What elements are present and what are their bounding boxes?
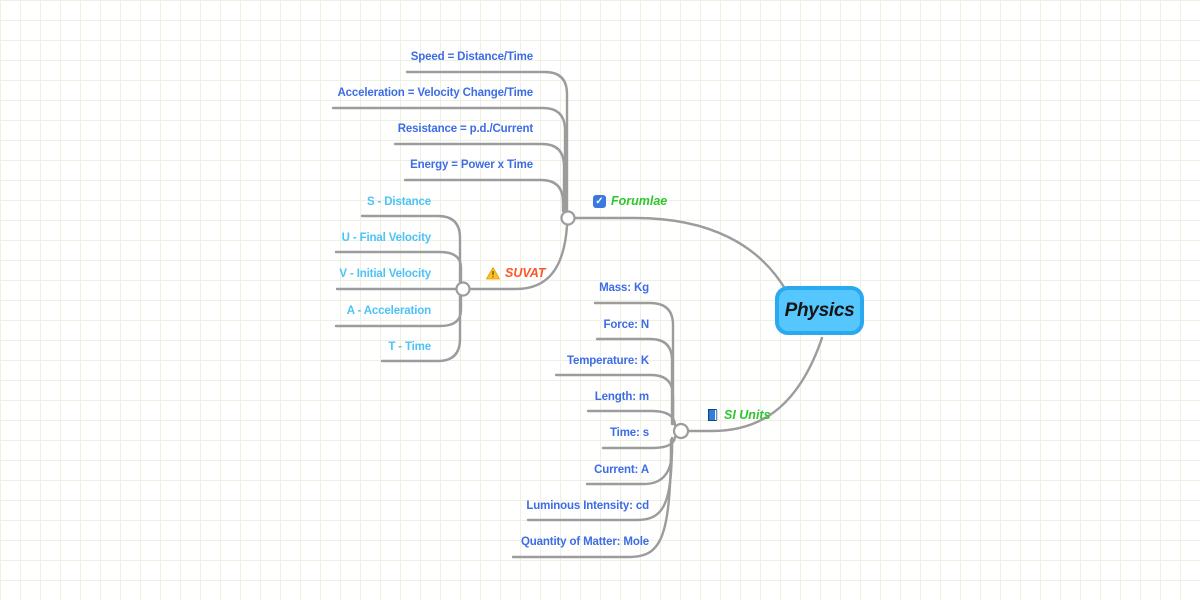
- branch-suvat-label: SUVAT: [505, 266, 546, 280]
- edge-energy: [403, 178, 565, 213]
- topic-energy[interactable]: Energy = Power x Time: [410, 159, 533, 171]
- edge-temperature: [554, 373, 675, 426]
- topic-force[interactable]: Force: N: [603, 319, 650, 331]
- branch-formulae[interactable]: ✓ Forumlae: [593, 194, 667, 208]
- checkbox-checked-icon: ✓: [593, 194, 606, 208]
- topic-luminous[interactable]: Luminous Intensity: cd: [526, 500, 649, 512]
- topic-current[interactable]: Current: A: [594, 464, 649, 476]
- siunits-node-handle[interactable]: [672, 422, 690, 440]
- topic-mass[interactable]: Mass: Kg: [599, 282, 649, 294]
- topic-u-final[interactable]: U - Final Velocity: [341, 232, 431, 244]
- edge-current: [585, 436, 674, 486]
- edge-force: [595, 337, 674, 426]
- topic-length[interactable]: Length: m: [594, 391, 649, 403]
- branch-suvat[interactable]: SUVAT: [486, 266, 546, 280]
- book-icon: [706, 408, 719, 422]
- branch-si-units-label: SI Units: [724, 408, 771, 422]
- root-label: Physics: [784, 299, 855, 321]
- edge-u-final: [334, 250, 463, 285]
- edge-speed: [405, 70, 569, 214]
- edge-resistance: [393, 142, 566, 214]
- edge-suvat-formulae: [468, 224, 569, 291]
- edge-t-time: [380, 293, 462, 363]
- topic-acceleration[interactable]: Acceleration = Velocity Change/Time: [337, 87, 533, 99]
- edge-s-distance: [360, 214, 462, 285]
- edge-formulae-root: [573, 216, 789, 294]
- formulae-node-handle[interactable]: [560, 210, 576, 226]
- topic-t-time[interactable]: T - Time: [388, 341, 431, 353]
- topic-speed[interactable]: Speed = Distance/Time: [410, 51, 533, 63]
- topic-resistance[interactable]: Resistance = p.d./Current: [397, 123, 533, 135]
- warning-icon: [486, 266, 500, 280]
- edge-acceleration: [331, 106, 567, 214]
- topic-time[interactable]: Time: s: [609, 427, 649, 439]
- topic-v-initial[interactable]: V - Initial Velocity: [339, 268, 431, 280]
- edge-mass: [593, 301, 675, 426]
- root-node-physics[interactable]: Physics: [775, 286, 864, 335]
- edge-time: [601, 435, 677, 450]
- suvat-node-handle[interactable]: [455, 281, 471, 297]
- topic-quantity[interactable]: Quantity of Matter: Mole: [520, 536, 649, 548]
- edge-length: [586, 409, 677, 427]
- edge-siunits-root: [686, 336, 824, 433]
- topic-temperature[interactable]: Temperature: K: [566, 355, 649, 367]
- branch-formulae-label: Forumlae: [611, 194, 668, 208]
- topic-s-distance[interactable]: S - Distance: [366, 196, 431, 208]
- branch-si-units[interactable]: SI Units: [706, 408, 771, 422]
- topic-a-acceleration[interactable]: A - Acceleration: [346, 305, 431, 317]
- edge-quantity: [511, 438, 673, 559]
